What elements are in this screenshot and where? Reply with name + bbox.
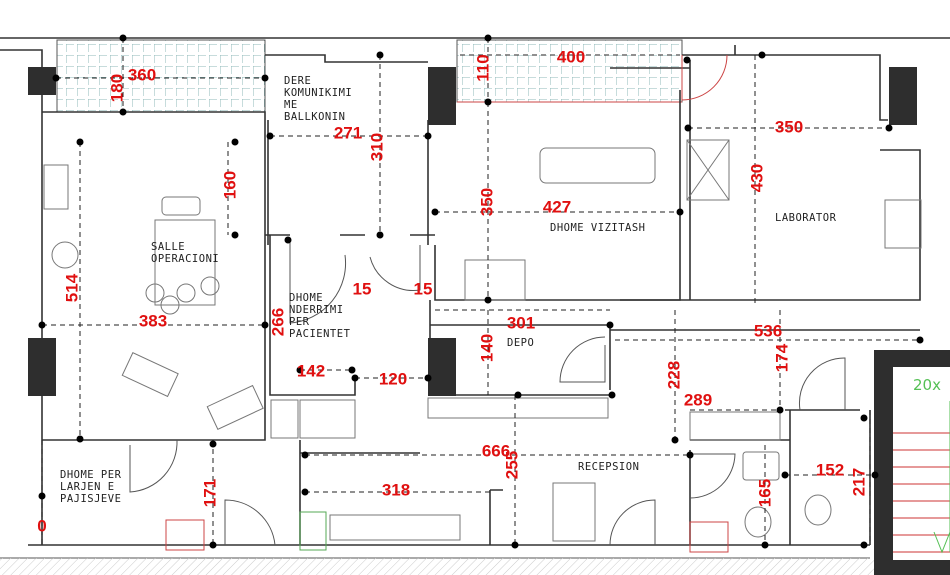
doors bbox=[129, 54, 846, 546]
room-label-depo: DEPO bbox=[507, 337, 534, 349]
dimension-label: 400 bbox=[557, 47, 585, 66]
dimension-label: 165 bbox=[755, 479, 774, 507]
dimension-label: 0 bbox=[37, 516, 46, 535]
dimension-label: 350 bbox=[775, 117, 803, 136]
dimension-label: 666 bbox=[482, 441, 510, 460]
furniture bbox=[43, 139, 922, 553]
dimension-label: 310 bbox=[367, 133, 386, 161]
dimension-label: 514 bbox=[62, 273, 81, 302]
dimension-label: 217 bbox=[849, 468, 868, 496]
dimension-label: 15 bbox=[414, 279, 433, 298]
dimension-label: 174 bbox=[772, 343, 791, 372]
dimension-label: 536 bbox=[754, 321, 782, 340]
column bbox=[428, 67, 456, 125]
dimension-lines bbox=[38, 34, 924, 549]
dimension-label: 289 bbox=[684, 390, 712, 409]
column bbox=[28, 67, 56, 95]
balcony-left bbox=[56, 39, 266, 113]
dimension-label: 180 bbox=[107, 74, 126, 102]
dimension-label: 266 bbox=[268, 308, 287, 336]
column bbox=[28, 338, 56, 396]
dimension-label: 255 bbox=[502, 451, 521, 479]
staircase bbox=[874, 350, 950, 575]
dimension-label: 140 bbox=[477, 334, 496, 362]
room-label-laborator: LABORATOR bbox=[775, 212, 837, 224]
dimension-label: 152 bbox=[816, 460, 844, 479]
dimension-label: 427 bbox=[543, 197, 571, 216]
dimension-label: 383 bbox=[139, 311, 167, 330]
walls bbox=[0, 37, 950, 559]
column bbox=[889, 67, 917, 125]
dimension-label: 228 bbox=[664, 361, 683, 389]
dimension-label: 142 bbox=[297, 361, 325, 380]
dimension-label: 350 bbox=[477, 188, 496, 216]
stair-label: 20x bbox=[913, 376, 941, 394]
dimension-label: 301 bbox=[507, 313, 535, 332]
balcony-right bbox=[456, 39, 683, 103]
dimension-label: 120 bbox=[379, 369, 407, 388]
dimension-label: 160 bbox=[220, 171, 239, 199]
dimension-label: 318 bbox=[382, 480, 410, 499]
dimension-label: 171 bbox=[200, 479, 219, 507]
room-label-recepsion: RECEPSION bbox=[578, 461, 639, 473]
dimension-label: 110 bbox=[473, 54, 492, 81]
dimension-label: 360 bbox=[128, 65, 156, 84]
room-label-vizitash: DHOME VIZITASH bbox=[550, 222, 646, 234]
dimension-label: 15 bbox=[353, 279, 372, 298]
column bbox=[428, 338, 456, 396]
dimension-label: 430 bbox=[747, 164, 766, 192]
dimension-label: 271 bbox=[334, 123, 362, 142]
sidewalk-hatch bbox=[0, 558, 874, 575]
